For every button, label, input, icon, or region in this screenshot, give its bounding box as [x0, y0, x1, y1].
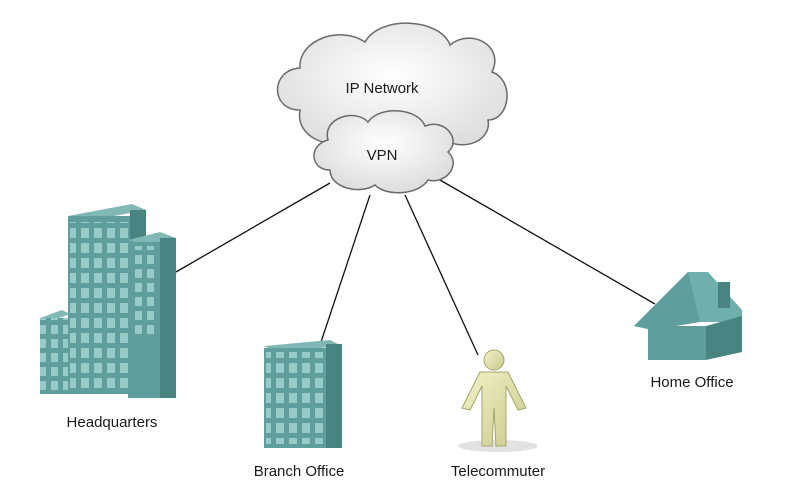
link-headquarters — [175, 182, 331, 273]
vpn-label: VPN — [367, 147, 398, 164]
ip-network-label: IP Network — [345, 80, 419, 97]
telecommuter-label: Telecommuter — [451, 463, 545, 480]
vpn-cloud: VPN — [313, 109, 454, 194]
headquarters-building-icon — [40, 204, 176, 398]
headquarters-label: Headquarters — [67, 414, 158, 431]
link-home-office — [439, 179, 656, 305]
link-branch-office — [319, 194, 371, 346]
connection-lines — [175, 179, 656, 356]
link-telecommuter — [404, 194, 479, 356]
branch-office-building-icon — [264, 340, 342, 448]
branch-office-label: Branch Office — [254, 463, 345, 480]
telecommuter-person-icon — [458, 349, 538, 452]
home-office-label: Home Office — [650, 374, 733, 391]
home-office-house-icon — [634, 272, 742, 360]
